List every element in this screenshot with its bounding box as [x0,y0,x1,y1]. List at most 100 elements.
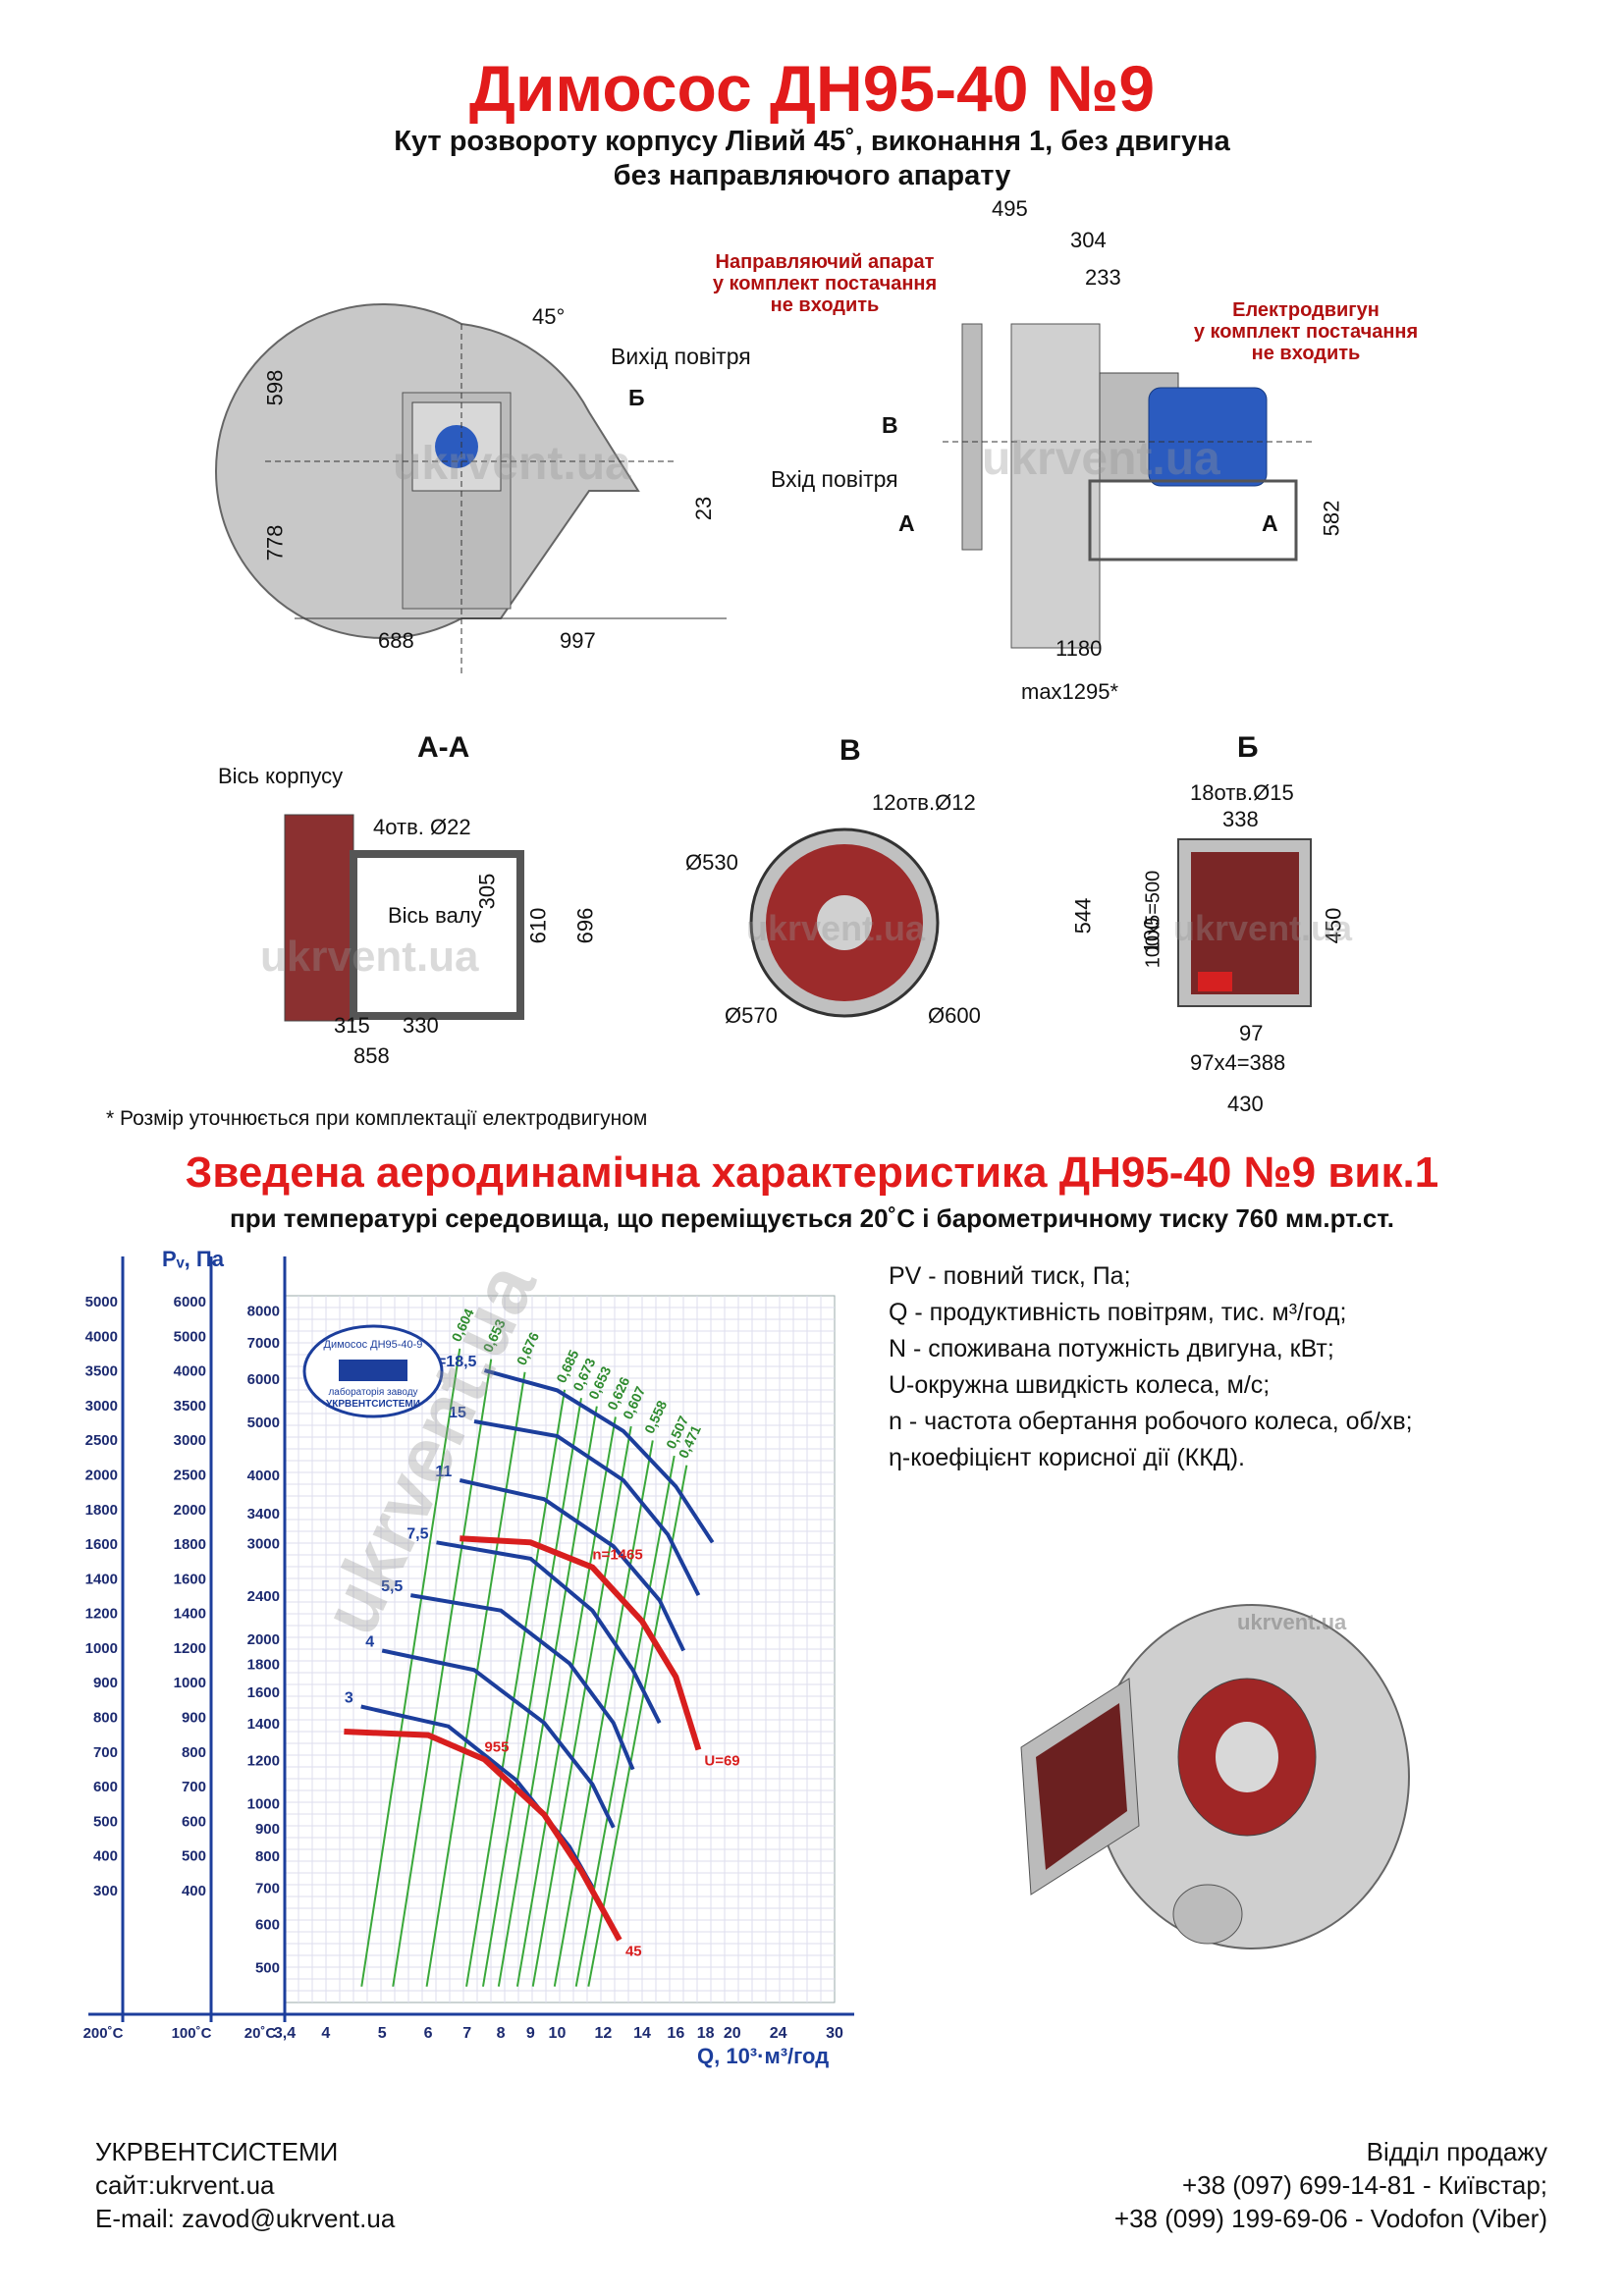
y-tick-200c: 3000 [85,1398,118,1415]
dim-97: 97 [1239,1021,1264,1045]
footer-email[interactable]: E-mail: zavod@ukrvent.ua [95,2204,396,2233]
footer-company: УКРВЕНТСИСТЕМИ [95,2137,339,2166]
footer-dept: Відділ продажу [1366,2137,1547,2166]
dim-315: 315 [334,1013,370,1038]
efficiency-line [425,1371,526,1987]
dim-d530: Ø530 [685,850,738,875]
dim-430: 430 [1227,1092,1264,1116]
x-tick-label: 4 [321,2025,330,2042]
y-tick-200c: 600 [93,1779,118,1795]
dim-688: 688 [378,628,414,653]
speed-curve-label: n=1465 [592,1547,642,1564]
power-curve [459,1478,686,1652]
footer-phone2[interactable]: +38 (099) 199-69-06 - Vodofon (Viber) [1113,2204,1547,2233]
y-tick-200c: 1800 [85,1502,118,1519]
y-tick-200c: 1600 [85,1536,118,1553]
y-tick-20c: 500 [255,1960,280,1977]
y-tick-100c: 1200 [174,1640,206,1657]
y-tick-200c: 2500 [85,1432,118,1449]
legend-pv: PV - повний тиск, Па; [889,1262,1131,1290]
y-tick-200c: 1000 [85,1640,118,1657]
stamp-line1: Димосос ДН95-40-9 [324,1339,423,1351]
side-view-drawing [943,323,1316,649]
y-tick-200c: 800 [93,1710,118,1727]
x-tick-label: 8 [497,2025,506,2042]
section-aa-drawing [284,814,524,1022]
power-curve [483,1368,715,1544]
watermark-v: ukrvent.ua [746,908,926,948]
x-tick-label: 16 [667,2025,684,2042]
dim-858: 858 [353,1043,390,1068]
y-tick-20c: 4000 [247,1468,280,1484]
y-tick-20c: 800 [255,1848,280,1865]
x-tick-label: 18 [697,2025,715,2042]
y-tick-20c: 1400 [247,1716,280,1733]
stamp-line3: УКРВЕНТСИСТЕМИ [326,1399,420,1410]
y-tick-100c: 400 [182,1883,206,1899]
y-tick-100c: 1800 [174,1536,206,1553]
watermark-b: ukrvent.ua [1173,908,1353,948]
footer-site[interactable]: сайт:ukrvent.ua [95,2170,275,2200]
y-tick-100c: 900 [182,1710,206,1727]
y-tick-200c: 2000 [85,1467,118,1483]
y-axis-label: Pᵥ, Па [162,1247,225,1271]
y-tick-100c: 700 [182,1779,206,1795]
efficiency-line [481,1398,582,1987]
footer-right: Відділ продажу +38 (097) 699-14-81 - Киї… [1114,2135,1547,2235]
dim-778: 778 [262,524,288,561]
y-tick-20c: 600 [255,1917,280,1934]
y-tick-20c: 1200 [247,1752,280,1769]
x-tick-label: 10 [549,2025,567,2042]
chart-y-axes: 8000700060005000400034003000240020001800… [85,1247,287,2022]
power-curve [409,1593,635,1771]
chart-subtitle: при температурі середовища, що переміщує… [230,1203,1394,1233]
guide-note-line2: у комплект постачання [712,273,938,294]
y-tick-100c: 1400 [174,1606,206,1623]
power-curve-label: 3 [345,1690,353,1707]
dim-23: 23 [691,496,717,521]
y-tick-20c: 8000 [247,1304,280,1320]
dim-582: 582 [1319,500,1344,537]
x-tick-label: 6 [424,2025,433,2042]
x-tick-label: 14 [633,2025,651,2042]
dim-610: 610 [525,907,551,944]
x-tick-label: 30 [826,2025,843,2042]
power-curve [473,1419,701,1597]
temp-label: 200˚С [83,2025,124,2042]
footnote: * Розмір уточнюється при комплектації ел… [106,1107,648,1130]
dim-305: 305 [474,873,500,910]
motor-note-line1: Електродвигун [1232,299,1380,321]
y-tick-100c: 3500 [174,1398,206,1415]
temp-label: 100˚С [172,2025,212,2042]
y-tick-100c: 500 [182,1848,206,1865]
y-tick-20c: 1600 [247,1684,280,1701]
y-tick-20c: 900 [255,1821,280,1838]
y-tick-20c: 2400 [247,1588,280,1605]
y-tick-200c: 4000 [85,1328,118,1345]
dim-d600: Ø600 [928,1003,981,1028]
y-tick-20c: 1000 [247,1795,280,1812]
section-mark-a-right: А [1262,510,1278,536]
footer-left: УКРВЕНТСИСТЕМИ сайт:ukrvent.ua E-mail: z… [95,2135,395,2235]
legend-n-rpm: n - частота обертання робочого колеса, о… [889,1408,1413,1435]
power-curve-label: 7,5 [406,1525,428,1542]
power-curve-label: 11 [435,1464,452,1480]
efficiency-line [465,1389,567,1987]
footer-phone1[interactable]: +38 (097) 699-14-81 - Київстар; [1181,2170,1547,2200]
x-tick-label: 9 [526,2025,535,2042]
y-tick-100c: 600 [182,1813,206,1830]
stamp-line2: лабораторія заводу [328,1386,417,1398]
y-tick-200c: 700 [93,1744,118,1761]
dim-233: 233 [1085,265,1121,290]
front-view-drawing [215,303,727,677]
efficiency-line [574,1455,676,1987]
legend-n: N - споживана потужність двигуна, кВт; [889,1335,1334,1362]
efficiency-line [392,1359,493,1987]
fan-3d-render [1020,1604,1410,1949]
speed-curve [344,1729,623,1942]
y-tick-200c: 5000 [85,1294,118,1310]
dim-d570: Ø570 [725,1003,778,1028]
x-tick-label: 3,4 [274,2025,296,2042]
watermark-side: ukrvent.ua [982,433,1220,485]
render-watermark: ukrvent.ua [1237,1610,1347,1634]
